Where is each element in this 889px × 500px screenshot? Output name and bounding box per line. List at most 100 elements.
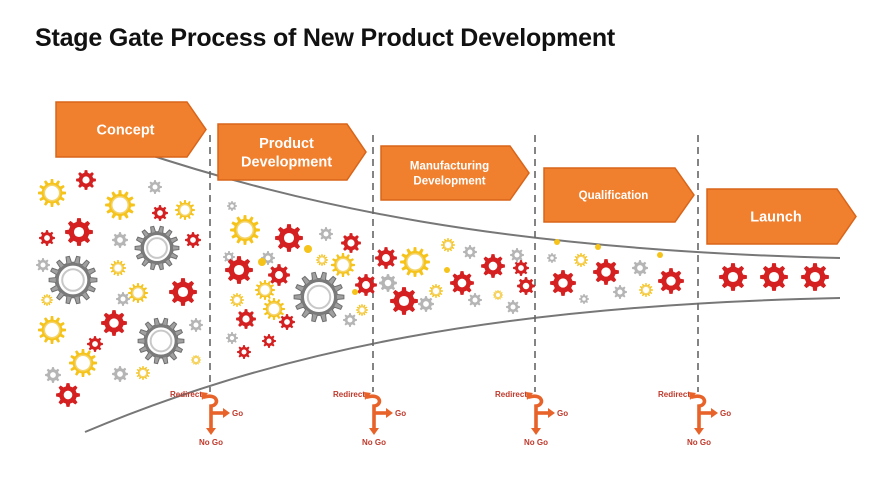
- gear-icon: [390, 287, 418, 315]
- funnel-top-line: [134, 149, 841, 259]
- gear-icon: [237, 345, 251, 359]
- gear-icon: [128, 283, 148, 303]
- gear-icon: [554, 239, 560, 245]
- stage-label: Qualification: [579, 190, 649, 202]
- gear-icon: [579, 294, 589, 304]
- gear-icon: [236, 309, 256, 329]
- gear-icon: [110, 260, 126, 276]
- gear-icon: [255, 280, 275, 300]
- gear-icon: [148, 180, 162, 194]
- gear-icon: [226, 332, 238, 344]
- gear-icon: [39, 230, 55, 246]
- gear-icon: [189, 318, 203, 332]
- page-title: Stage Gate Process of New Product Develo…: [35, 24, 616, 52]
- go-label: Go: [395, 409, 406, 418]
- go-label: Go: [557, 409, 568, 418]
- stage-arrow-1: Concept: [55, 101, 207, 158]
- gear-icon: [547, 253, 557, 263]
- no-go-label: No Go: [687, 438, 711, 447]
- stage-label: Launch: [750, 210, 802, 226]
- stage-label: Development: [413, 176, 485, 188]
- gear-icon: [134, 225, 180, 271]
- gear-icon: [319, 227, 333, 241]
- gear-icon: [169, 278, 197, 306]
- gear-icon: [65, 218, 93, 246]
- gear-icon: [76, 170, 96, 190]
- gear-icon: [595, 244, 601, 250]
- decision-arrow-icon: [201, 392, 230, 435]
- gear-icon: [263, 298, 285, 320]
- funnel: [84, 149, 841, 433]
- gear-icon: [481, 254, 505, 278]
- gear-icon: [36, 258, 50, 272]
- go-label: Go: [720, 409, 731, 418]
- gear-icon: [352, 289, 358, 295]
- gear-icon: [639, 283, 653, 297]
- gear-icon: [136, 366, 150, 380]
- gear-icon: [105, 190, 135, 220]
- gear-icon: [38, 316, 66, 344]
- gear-icon: [801, 263, 829, 291]
- gear-icon: [550, 270, 576, 296]
- gear-icon: [468, 293, 482, 307]
- gear-icon: [258, 258, 266, 266]
- gear-icon: [574, 253, 588, 267]
- no-go-label: No Go: [524, 438, 548, 447]
- gear-icon: [175, 200, 195, 220]
- gear-icon: [658, 268, 684, 294]
- gear-icon: [400, 247, 430, 277]
- gear-icon: [429, 284, 443, 298]
- gear-icon: [152, 205, 168, 221]
- gear-icon: [450, 271, 474, 295]
- no-go-label: No Go: [362, 438, 386, 447]
- gear-icon: [355, 274, 377, 296]
- gear-icon: [191, 355, 201, 365]
- gear-icon: [48, 255, 98, 305]
- gear-icon: [657, 252, 663, 258]
- stage-arrow-4: Qualification: [543, 167, 695, 223]
- gear-icon: [275, 224, 303, 252]
- gear-icon: [379, 274, 397, 292]
- redirect-label: Redirect: [658, 390, 690, 399]
- go-label: Go: [232, 409, 243, 418]
- gear-icon: [279, 314, 295, 330]
- gear-icon: [38, 179, 66, 207]
- gear-icon: [101, 310, 127, 336]
- stage-label: Development: [241, 155, 332, 171]
- gear-icon: [137, 317, 185, 365]
- gear-icon: [227, 201, 237, 211]
- gears: [36, 170, 829, 407]
- gear-icon: [304, 245, 312, 253]
- decision-arrow-icon: [689, 392, 718, 435]
- gear-icon: [441, 238, 455, 252]
- gear-icon: [230, 293, 244, 307]
- gear-icon: [223, 251, 235, 263]
- gear-icon: [510, 248, 524, 262]
- decision-arrow-icon: [364, 392, 393, 435]
- gear-icon: [493, 290, 503, 300]
- stage-label: Manufacturing: [410, 161, 489, 173]
- gear-icon: [506, 300, 520, 314]
- gear-icon: [316, 254, 328, 266]
- gear-icon: [293, 271, 345, 323]
- redirect-label: Redirect: [333, 390, 365, 399]
- gear-icon: [593, 259, 619, 285]
- gear-icon: [56, 383, 80, 407]
- gear-icon: [87, 336, 103, 352]
- stage-arrow-5: Launch: [706, 188, 857, 245]
- gear-icon: [356, 304, 368, 316]
- gear-icon: [517, 277, 535, 295]
- gear-icon: [69, 349, 97, 377]
- gear-icon: [632, 260, 648, 276]
- gear-icon: [463, 245, 477, 259]
- gear-icon: [230, 215, 260, 245]
- gear-icon: [185, 232, 201, 248]
- gear-icon: [613, 285, 627, 299]
